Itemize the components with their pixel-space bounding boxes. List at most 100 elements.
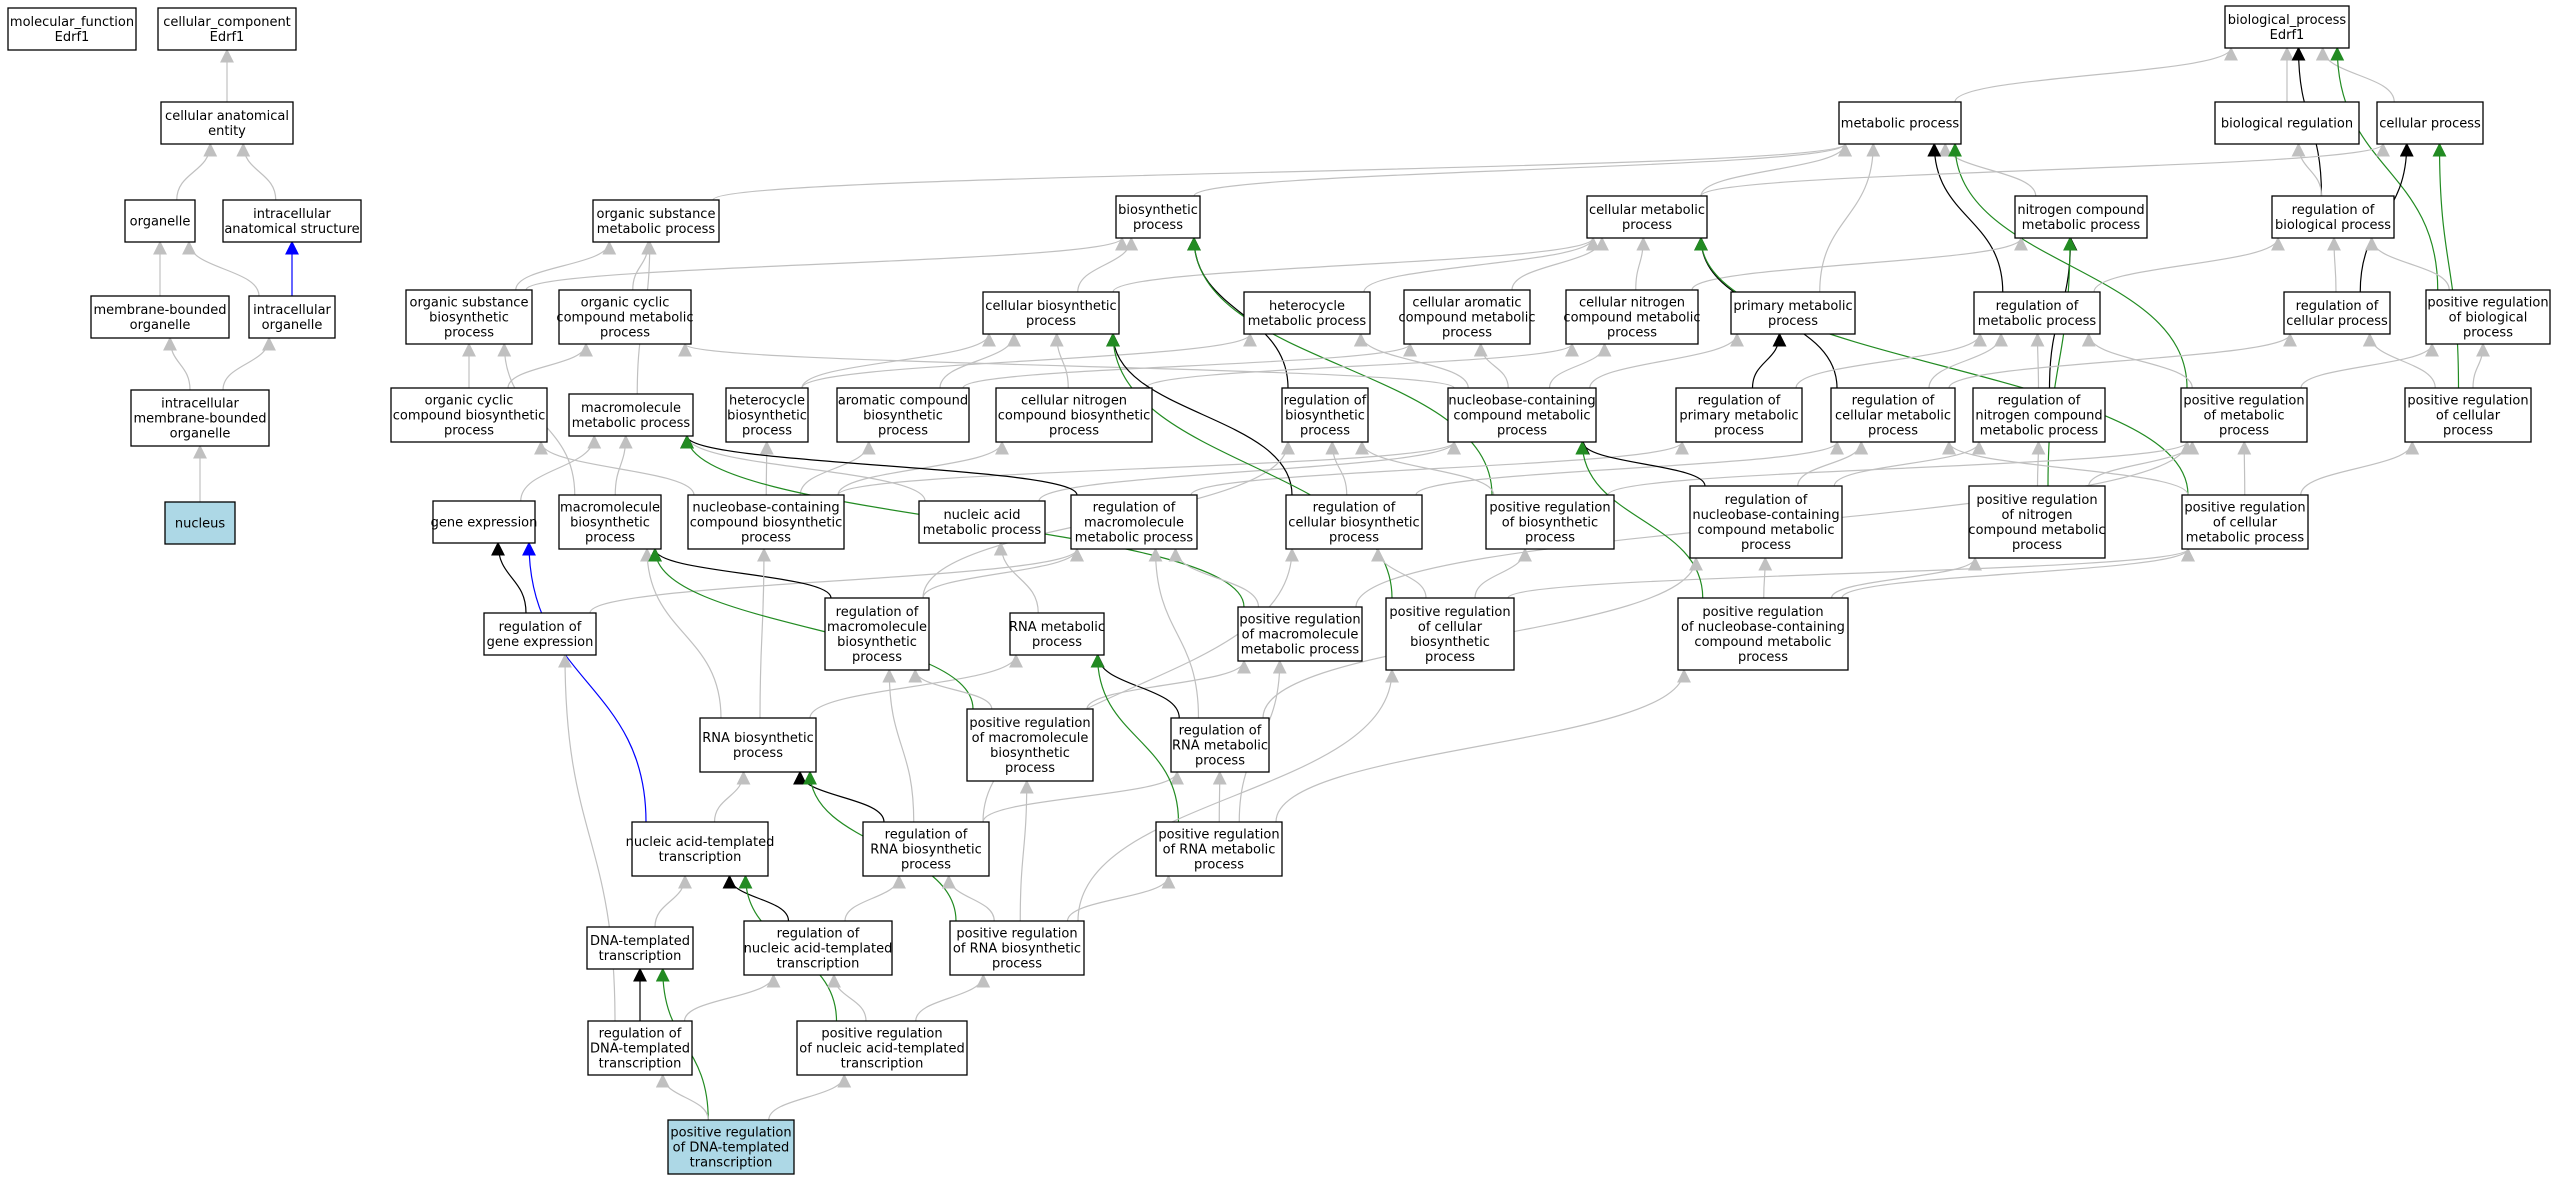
- term-node-cp[interactable]: cellular process: [2376, 101, 2484, 145]
- term-box: [7, 7, 137, 51]
- term-label-line: metabolic process: [2022, 218, 2141, 233]
- term-node-breg[interactable]: biological regulation: [2214, 101, 2360, 145]
- term-node-rmbp[interactable]: regulation ofmacromoleculebiosyntheticpr…: [824, 597, 930, 671]
- term-label-line: metabolic process: [923, 523, 1042, 538]
- term-node-org[interactable]: organelle: [124, 199, 196, 243]
- edge-prdtt-to-rdtt: [655, 1073, 709, 1121]
- term-label-line: process: [1442, 326, 1492, 341]
- edge-imbo-to-io: [222, 336, 276, 391]
- term-label-line: regulation of: [1698, 394, 1781, 409]
- term-label-line: compound metabolic: [1968, 523, 2105, 538]
- term-box: [124, 199, 196, 243]
- term-label-line: regulation of: [1998, 394, 2081, 409]
- term-node-nuc[interactable]: nucleus: [164, 501, 236, 545]
- term-label-line: regulation of: [1093, 501, 1176, 516]
- term-label-line: aromatic compound: [838, 394, 968, 409]
- term-node-ge[interactable]: gene expression: [431, 500, 538, 544]
- edge-prrnabp-to-prrnamp: [1066, 874, 1176, 922]
- term-label-line: organic cyclic: [425, 394, 514, 409]
- edge-rrnabp-to-rrnamp: [982, 770, 1184, 823]
- edge-rbp-to-breg: [2291, 142, 2323, 197]
- term-box: [90, 295, 230, 339]
- term-label-line: positive regulation: [2183, 394, 2304, 409]
- term-box: [157, 7, 297, 51]
- term-label-line: macromolecule: [827, 620, 927, 635]
- term-label-line: organic cyclic: [581, 296, 670, 311]
- term-label-line: nucleic acid-templated: [744, 942, 893, 957]
- edge-rnabp-to-nbcbp: [756, 547, 771, 719]
- edge-osbp-to-bsp: [525, 236, 1129, 291]
- term-node-rnbcmp[interactable]: regulation ofnucleobase-containingcompou…: [1689, 485, 1843, 559]
- term-box: [1115, 195, 1201, 239]
- term-box: [1973, 291, 2101, 335]
- term-label-line: compound metabolic: [1453, 409, 1590, 424]
- term-label-line: positive regulation: [821, 1027, 942, 1042]
- term-label-line: process: [1738, 650, 1788, 665]
- term-label-line: metabolic process: [1978, 314, 2097, 329]
- term-node-mp[interactable]: metabolic process: [1838, 101, 1962, 145]
- term-label-line: process: [1741, 538, 1791, 553]
- term-label-line: heterocycle: [729, 394, 805, 409]
